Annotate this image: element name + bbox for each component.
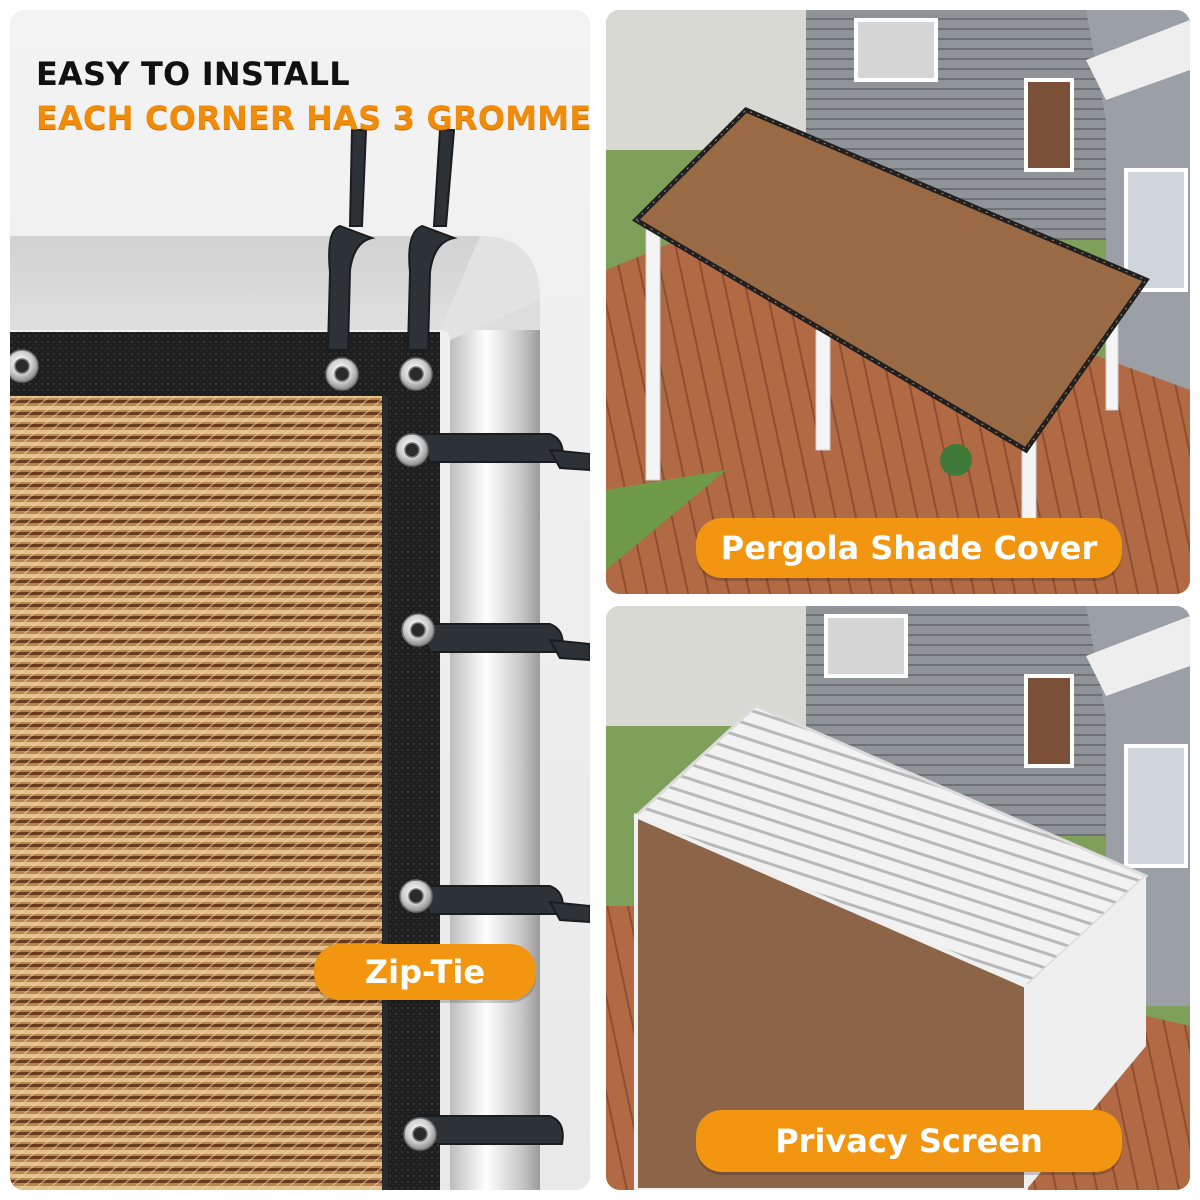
- install-headline: EASY TO INSTALL: [36, 55, 350, 93]
- pergola-shade-illustration: [606, 10, 1190, 594]
- pergola-shade-cover-label: Pergola Shade Cover: [696, 518, 1122, 578]
- privacy-screen-illustration: [606, 606, 1190, 1190]
- grommet-closeup-illustration: [10, 129, 590, 1190]
- zip-tie-label: Zip-Tie: [314, 944, 536, 1000]
- grommets-subheadline: EACH CORNER HAS 3 GROMMETS: [36, 99, 590, 137]
- privacy-screen-label: Privacy Screen: [696, 1110, 1122, 1172]
- install-detail-panel: EASY TO INSTALL EACH CORNER HAS 3 GROMME…: [10, 10, 590, 1190]
- pergola-shade-photo: [606, 10, 1190, 594]
- privacy-screen-photo: [606, 606, 1190, 1190]
